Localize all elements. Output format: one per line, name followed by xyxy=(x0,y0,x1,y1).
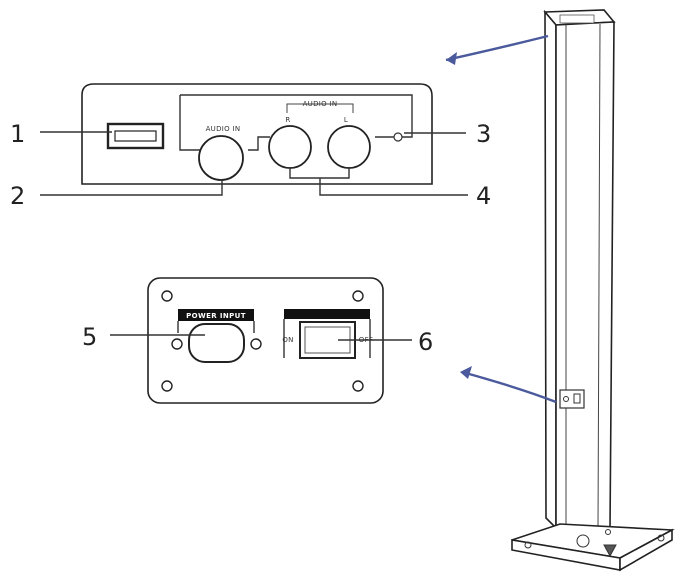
base-screw xyxy=(605,529,611,535)
usb-port-inner xyxy=(114,130,157,142)
power-input-screw xyxy=(171,338,183,350)
power-input-header xyxy=(178,309,254,321)
tower-front-face xyxy=(555,21,615,529)
power-switch-header xyxy=(284,309,370,319)
base-foot xyxy=(576,534,590,548)
led-indicator xyxy=(393,132,403,142)
callout-6: 6 xyxy=(418,328,433,356)
audio-in-group-bracket xyxy=(286,103,354,113)
audio-in-group-label: AUDIO IN xyxy=(303,100,338,108)
tower-speaker xyxy=(511,9,675,572)
power-panel: POWER INPUT ON OFF xyxy=(147,277,384,404)
audio-panel: AUDIO IN R L AUDIO IN xyxy=(81,83,433,185)
arrow-to-bottom-panel xyxy=(461,370,557,404)
audio-section-outline xyxy=(248,136,270,151)
power-input-socket xyxy=(188,323,245,363)
switch-on-label: ON xyxy=(282,336,293,344)
base-screw xyxy=(524,541,532,549)
tower-top-panel xyxy=(559,14,595,24)
jack-l-label: L xyxy=(344,116,348,124)
power-input-frame xyxy=(177,321,255,333)
tower-power-port xyxy=(563,396,569,402)
arrow-head xyxy=(460,366,472,379)
rca-left-jack xyxy=(327,125,371,169)
jack-r-label: R xyxy=(285,116,290,124)
panel-screw xyxy=(161,290,173,302)
panel-screw xyxy=(161,380,173,392)
callout-5: 5 xyxy=(82,323,97,351)
power-input-screw xyxy=(250,338,262,350)
callout-1: 1 xyxy=(10,120,25,148)
tower-switch xyxy=(573,393,581,404)
base-screw xyxy=(657,534,665,542)
power-switch-frame xyxy=(283,319,371,358)
audio-in-center-label: AUDIO IN xyxy=(206,125,241,133)
aux-audio-in-jack xyxy=(198,135,244,181)
callout-2: 2 xyxy=(10,182,25,210)
callout-line-4 xyxy=(289,168,468,196)
callout-line-2 xyxy=(40,180,223,196)
arrow-to-top-panel xyxy=(445,34,549,62)
panel-screw xyxy=(352,290,364,302)
rca-right-jack xyxy=(268,125,312,169)
tower-edge-line xyxy=(597,23,601,529)
power-input-label: POWER INPUT xyxy=(186,312,246,320)
base-foot xyxy=(603,544,617,558)
tower-left-face xyxy=(544,9,557,530)
callout-4: 4 xyxy=(476,182,491,210)
arrow-head xyxy=(446,52,457,65)
callout-3: 3 xyxy=(476,120,491,148)
panel-screw xyxy=(352,380,364,392)
